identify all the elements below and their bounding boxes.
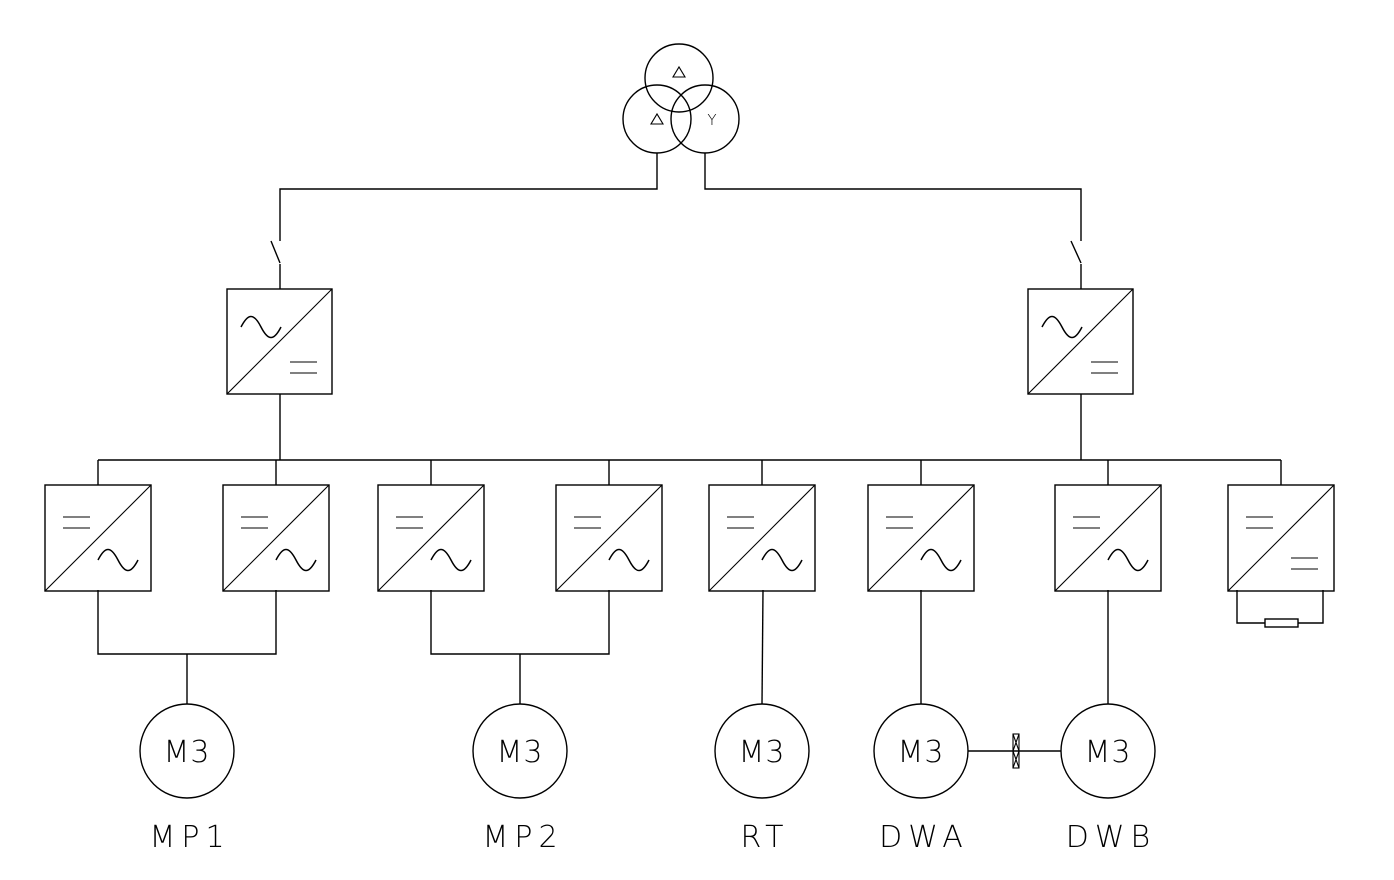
converter-diagonal — [867, 484, 975, 592]
breaker-right-switch-icon[interactable] — [1070, 240, 1082, 264]
motor-name-label: MP1 — [149, 820, 230, 855]
inverter-7[interactable] — [1054, 484, 1162, 592]
inverter-2[interactable] — [222, 484, 330, 592]
converter-diagonal — [222, 484, 330, 592]
dc-symbol-icon — [1246, 516, 1273, 529]
converter-diagonal — [44, 484, 152, 592]
dc-symbol-icon — [63, 516, 90, 529]
feeder-line-right — [704, 153, 1082, 241]
rectifiers — [226, 288, 1134, 395]
converter-frame — [708, 484, 816, 592]
breaker-left-switch-icon[interactable] — [270, 240, 281, 264]
motor-name-label: DWB — [1066, 820, 1156, 855]
mp1-parallel-link — [97, 590, 277, 655]
dc-symbol-icon — [290, 361, 317, 374]
converter-diagonal — [555, 484, 663, 592]
ac-symbol-icon — [920, 548, 962, 572]
motor-circle-icon — [714, 703, 810, 799]
mechanical-coupling — [968, 733, 1061, 769]
coupling-cross-icon — [1012, 733, 1020, 769]
dc-symbol-icon — [241, 516, 268, 529]
converters — [44, 460, 1335, 592]
dc-symbol-icon — [727, 516, 754, 529]
inverter-4[interactable] — [555, 484, 663, 592]
converter-frame — [1227, 484, 1335, 592]
ac-symbol-icon — [761, 548, 803, 572]
rt-feed-line — [761, 589, 764, 705]
dc-symbol-icon — [886, 516, 913, 529]
motor-name-label: MP2 — [482, 820, 563, 855]
motor-symbol-label: M3 — [1085, 735, 1132, 770]
motor-circle-icon — [472, 703, 568, 799]
motor-name-label: RT — [741, 820, 790, 855]
converter-diagonal — [708, 484, 816, 592]
ac-symbol-icon — [240, 315, 282, 339]
motor-circle-icon — [139, 703, 235, 799]
rectifier-right[interactable] — [1027, 288, 1134, 395]
dc-symbol-icon — [1091, 361, 1118, 374]
coupling-cross-icon — [1012, 733, 1020, 769]
converter-diagonal — [377, 484, 485, 592]
feeder-left — [270, 153, 658, 289]
converter-diagonal — [1027, 288, 1134, 395]
motor-symbol-label: M3 — [898, 735, 945, 770]
feeder-right — [704, 153, 1082, 289]
inverter-6[interactable] — [867, 484, 975, 592]
wye-symbol-label: Y — [707, 111, 716, 129]
delta-symbol-icon — [650, 112, 664, 125]
ac-symbol-icon — [97, 548, 139, 572]
rectifier-left[interactable] — [226, 288, 333, 395]
output-wiring — [97, 589, 1324, 705]
inverter-1[interactable] — [44, 484, 152, 592]
dc-symbol-icon — [1073, 516, 1100, 529]
transformer-winding-primary — [644, 43, 714, 113]
ac-symbol-icon — [1107, 548, 1149, 572]
motor-symbol-label: M3 — [497, 735, 544, 770]
inverter-5[interactable] — [708, 484, 816, 592]
three-winding-transformer: Y — [622, 43, 740, 154]
converter-diagonal — [226, 288, 333, 395]
ac-symbol-icon — [430, 548, 472, 572]
ac-symbol-icon — [608, 548, 650, 572]
converter-diagonal — [1227, 484, 1335, 592]
brake-resistor-icon — [1264, 618, 1299, 628]
feeder-line-left — [279, 153, 658, 241]
delta-symbol-icon — [672, 65, 686, 78]
motor-name-label: DWA — [879, 820, 969, 855]
transformer-winding-secondary-2 — [670, 84, 740, 154]
inverter-3[interactable] — [377, 484, 485, 592]
converter-diagonal — [1054, 484, 1162, 592]
motor-symbol-label: M3 — [739, 735, 786, 770]
dc-symbol-icon — [1291, 557, 1318, 570]
resistor-lead-left — [1236, 590, 1265, 624]
motor-symbol-label: M3 — [164, 735, 211, 770]
ac-symbol-icon — [275, 548, 317, 572]
resistor-lead-right — [1298, 590, 1324, 624]
dc-symbol-icon — [396, 516, 423, 529]
ac-symbol-icon — [1041, 315, 1083, 339]
mp2-parallel-link — [430, 590, 610, 655]
dc-chopper[interactable] — [1227, 484, 1335, 592]
dc-symbol-icon — [574, 516, 601, 529]
